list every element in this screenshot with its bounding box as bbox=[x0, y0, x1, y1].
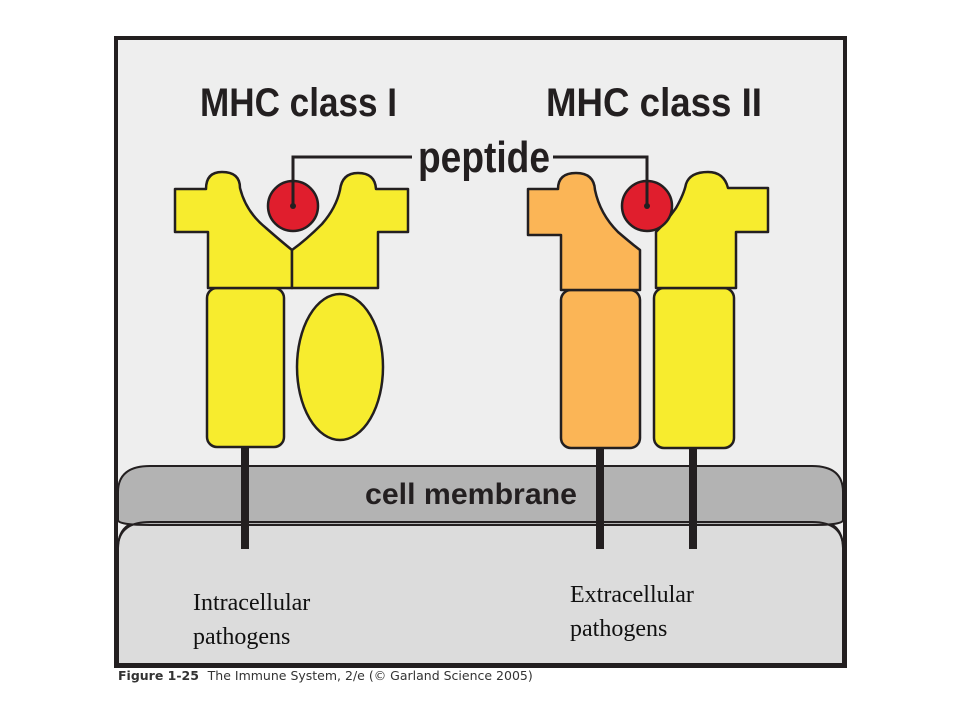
figure-caption: Figure 1-25 The Immune System, 2/e (© Ga… bbox=[118, 668, 533, 683]
peptide-leader-left bbox=[291, 155, 412, 206]
intracellular-pathogens-label: Intracellular pathogens bbox=[193, 586, 310, 654]
intracellular-line: Intracellular bbox=[193, 590, 311, 616]
pathogens-line-left: pathogens bbox=[193, 624, 291, 650]
extracellular-pathogens-label: Extracellular pathogens bbox=[570, 578, 694, 646]
mhc2-beta2-domain bbox=[652, 286, 736, 450]
peptide-leader-right bbox=[553, 155, 649, 206]
mhc-class-2-title: MHC class II bbox=[546, 81, 762, 125]
cell-membrane-label: cell membrane bbox=[365, 478, 577, 511]
mhc1-stalk bbox=[241, 445, 249, 549]
peptide-label: peptide bbox=[418, 133, 550, 182]
mhc1-alpha3-domain bbox=[205, 286, 286, 449]
cell-membrane bbox=[117, 465, 844, 526]
mhc-class-1-title: MHC class I bbox=[200, 81, 397, 125]
mhc2-alpha1-domain bbox=[526, 171, 642, 292]
membrane-inner-edge bbox=[117, 521, 844, 549]
caption-source: The Immune System, 2/e (© Garland Scienc… bbox=[207, 668, 533, 683]
mhc2-alpha-stalk bbox=[596, 445, 604, 549]
mhc2-beta-stalk bbox=[689, 445, 697, 549]
mhc2-alpha2-domain bbox=[559, 288, 642, 450]
extracellular-line: Extracellular bbox=[570, 582, 694, 608]
mhc1-beta2m-domain bbox=[295, 292, 385, 442]
pathogens-line-right: pathogens bbox=[570, 616, 668, 642]
mhc1-alpha2-domain bbox=[290, 171, 410, 290]
caption-figure-number: Figure 1-25 bbox=[118, 668, 199, 683]
mhc1-alpha1-domain bbox=[173, 170, 294, 290]
